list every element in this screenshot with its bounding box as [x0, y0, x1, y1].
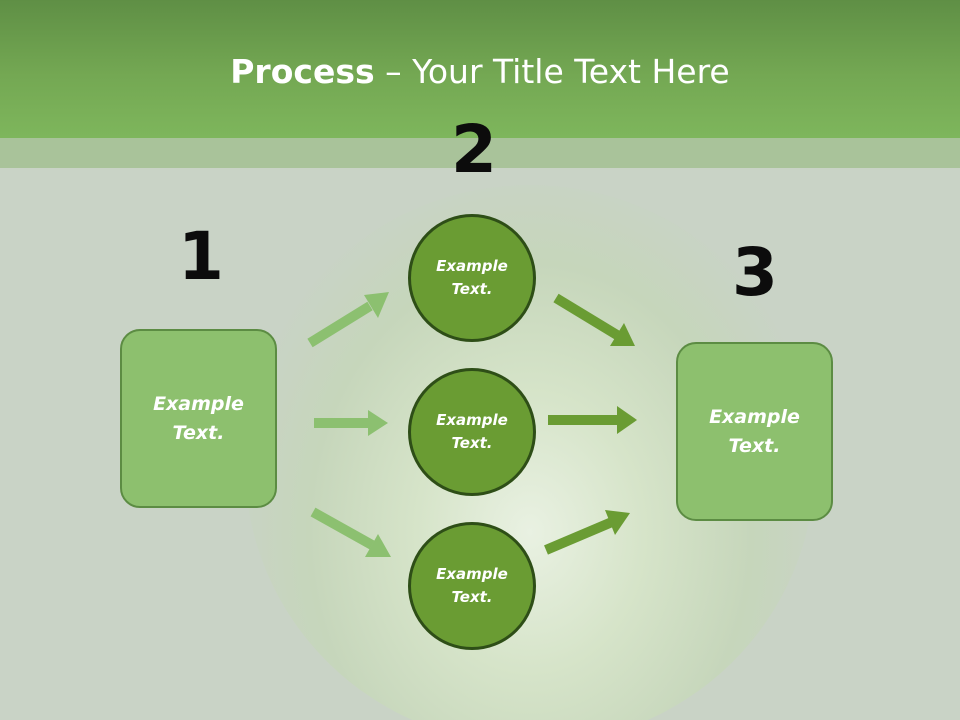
arrow-left-up	[307, 292, 389, 348]
arrow-right-up	[544, 510, 630, 555]
step-number-3: 3	[732, 234, 778, 311]
circle-middle-line1: Example	[436, 411, 508, 429]
arrow-left-middle	[314, 410, 388, 436]
process-circle-middle[interactable]: Example Text.	[408, 368, 536, 496]
arrow-right-down	[553, 293, 635, 346]
title-bar	[0, 0, 960, 138]
slide-title: Process – Your Title Text Here	[0, 52, 960, 91]
left-box-line1: Example	[153, 392, 244, 415]
title-bold: Process	[230, 52, 375, 91]
process-circle-bottom[interactable]: Example Text.	[408, 522, 536, 650]
circle-top-line2: Text.	[451, 280, 493, 298]
circle-bottom-line2: Text.	[451, 588, 493, 606]
arrow-right-middle	[548, 406, 637, 434]
header-band	[0, 138, 960, 168]
left-box-line2: Text.	[172, 421, 225, 444]
circle-top-line1: Example	[436, 257, 508, 275]
right-box-line2: Text.	[728, 434, 781, 457]
step-number-2: 2	[451, 111, 497, 188]
step-number-1: 1	[178, 218, 224, 295]
title-rest: – Your Title Text Here	[374, 52, 730, 91]
left-process-box[interactable]: Example Text.	[120, 329, 277, 508]
right-box-line1: Example	[709, 405, 800, 428]
circle-middle-line2: Text.	[451, 434, 493, 452]
process-circle-top[interactable]: Example Text.	[408, 214, 536, 342]
arrow-left-down	[310, 507, 391, 557]
circle-bottom-line1: Example	[436, 565, 508, 583]
right-process-box[interactable]: Example Text.	[676, 342, 833, 521]
